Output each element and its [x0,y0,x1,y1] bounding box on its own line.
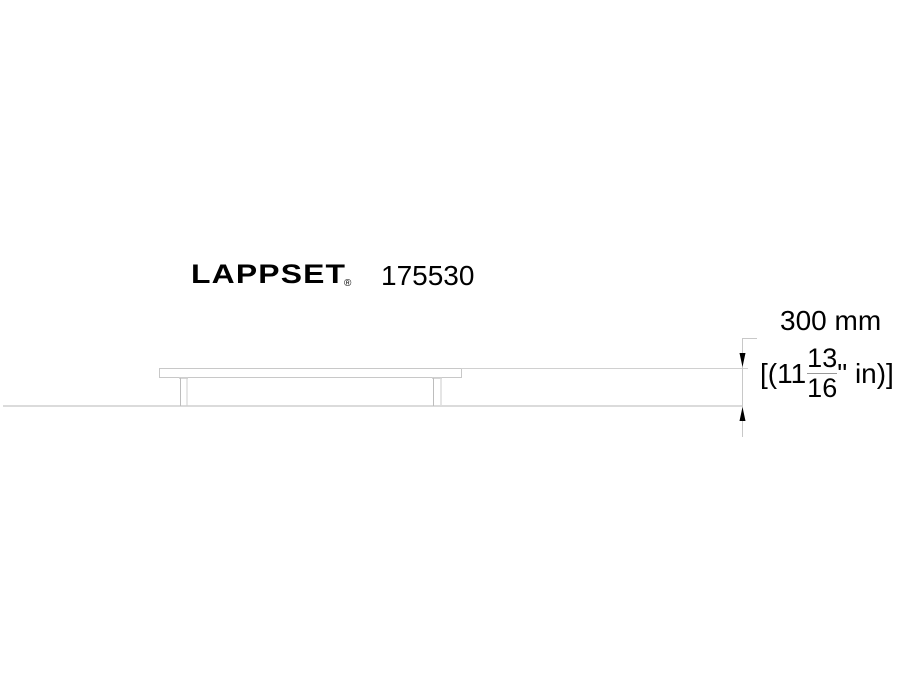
fraction-numerator: 13 [807,343,838,374]
arrow-down-icon [739,353,746,367]
dimension-metric: 300 mm [780,305,882,336]
arrow-up-icon [739,407,746,421]
imperial-fraction: 13 16 [807,343,838,403]
imperial-prefix: [(11 [760,357,807,389]
registered-mark: ® [344,278,352,289]
product-code: 175530 [381,260,475,291]
fraction-denominator: 16 [807,373,838,403]
bench-top [159,368,462,378]
dimension-imperial: [(11 13 16 " in)] [760,345,894,402]
left-leg-cap [179,377,188,379]
brand-logo: LAPPSET [191,259,347,289]
imperial-suffix: " in)] [837,357,894,389]
right-leg-cap [432,377,442,379]
